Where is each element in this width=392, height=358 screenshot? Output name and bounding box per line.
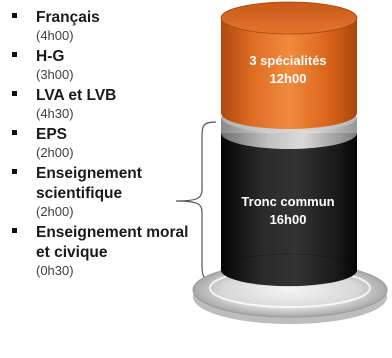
bullet-icon (12, 169, 17, 174)
tronc-commun-segment (220, 133, 358, 287)
tronc-commun-hours: 16h00 (269, 212, 307, 227)
subject-emc: Enseignement moral et civique (0h30) (10, 223, 195, 279)
bullet-icon (12, 52, 17, 57)
bullet-icon (12, 228, 17, 233)
specialites-label: 3 spécialités 12h00 (218, 52, 358, 88)
subject-name: Français (36, 9, 100, 26)
subject-name: Enseignement scientifique (36, 165, 142, 202)
bullet-icon (12, 13, 17, 18)
bullet-icon (12, 130, 17, 135)
subject-name: EPS (36, 126, 68, 143)
subject-hours: (3h00) (36, 67, 74, 82)
subject-name: H-G (36, 48, 65, 65)
tronc-commun-title: Tronc commun (241, 194, 335, 209)
subject-hours: (4h00) (36, 28, 74, 43)
subject-hours: (2h00) (36, 145, 74, 160)
subject-eps: EPS (2h00) (10, 125, 195, 161)
curly-brace-icon (175, 121, 217, 281)
bullet-icon (12, 91, 17, 96)
subject-hours: (2h00) (36, 204, 74, 219)
subject-name: Enseignement moral et civique (36, 224, 189, 261)
subject-enseignement-scientifique: Enseignement scientifique (2h00) (10, 164, 195, 220)
subject-hours: (0h30) (36, 263, 74, 278)
specialites-title: 3 spécialités (249, 53, 327, 68)
specialites-segment (220, 1, 358, 129)
subject-hours: (4h30) (36, 106, 74, 121)
subject-francais: Français (4h00) (10, 8, 195, 44)
subject-list: Français (4h00) H-G (3h00) LVA et LVB (4… (10, 8, 195, 282)
tronc-commun-label: Tronc commun 16h00 (218, 193, 358, 229)
subject-lva-lvb: LVA et LVB (4h30) (10, 86, 195, 122)
subject-hg: H-G (3h00) (10, 47, 195, 83)
subject-name: LVA et LVB (36, 87, 117, 104)
specialites-hours: 12h00 (269, 71, 307, 86)
